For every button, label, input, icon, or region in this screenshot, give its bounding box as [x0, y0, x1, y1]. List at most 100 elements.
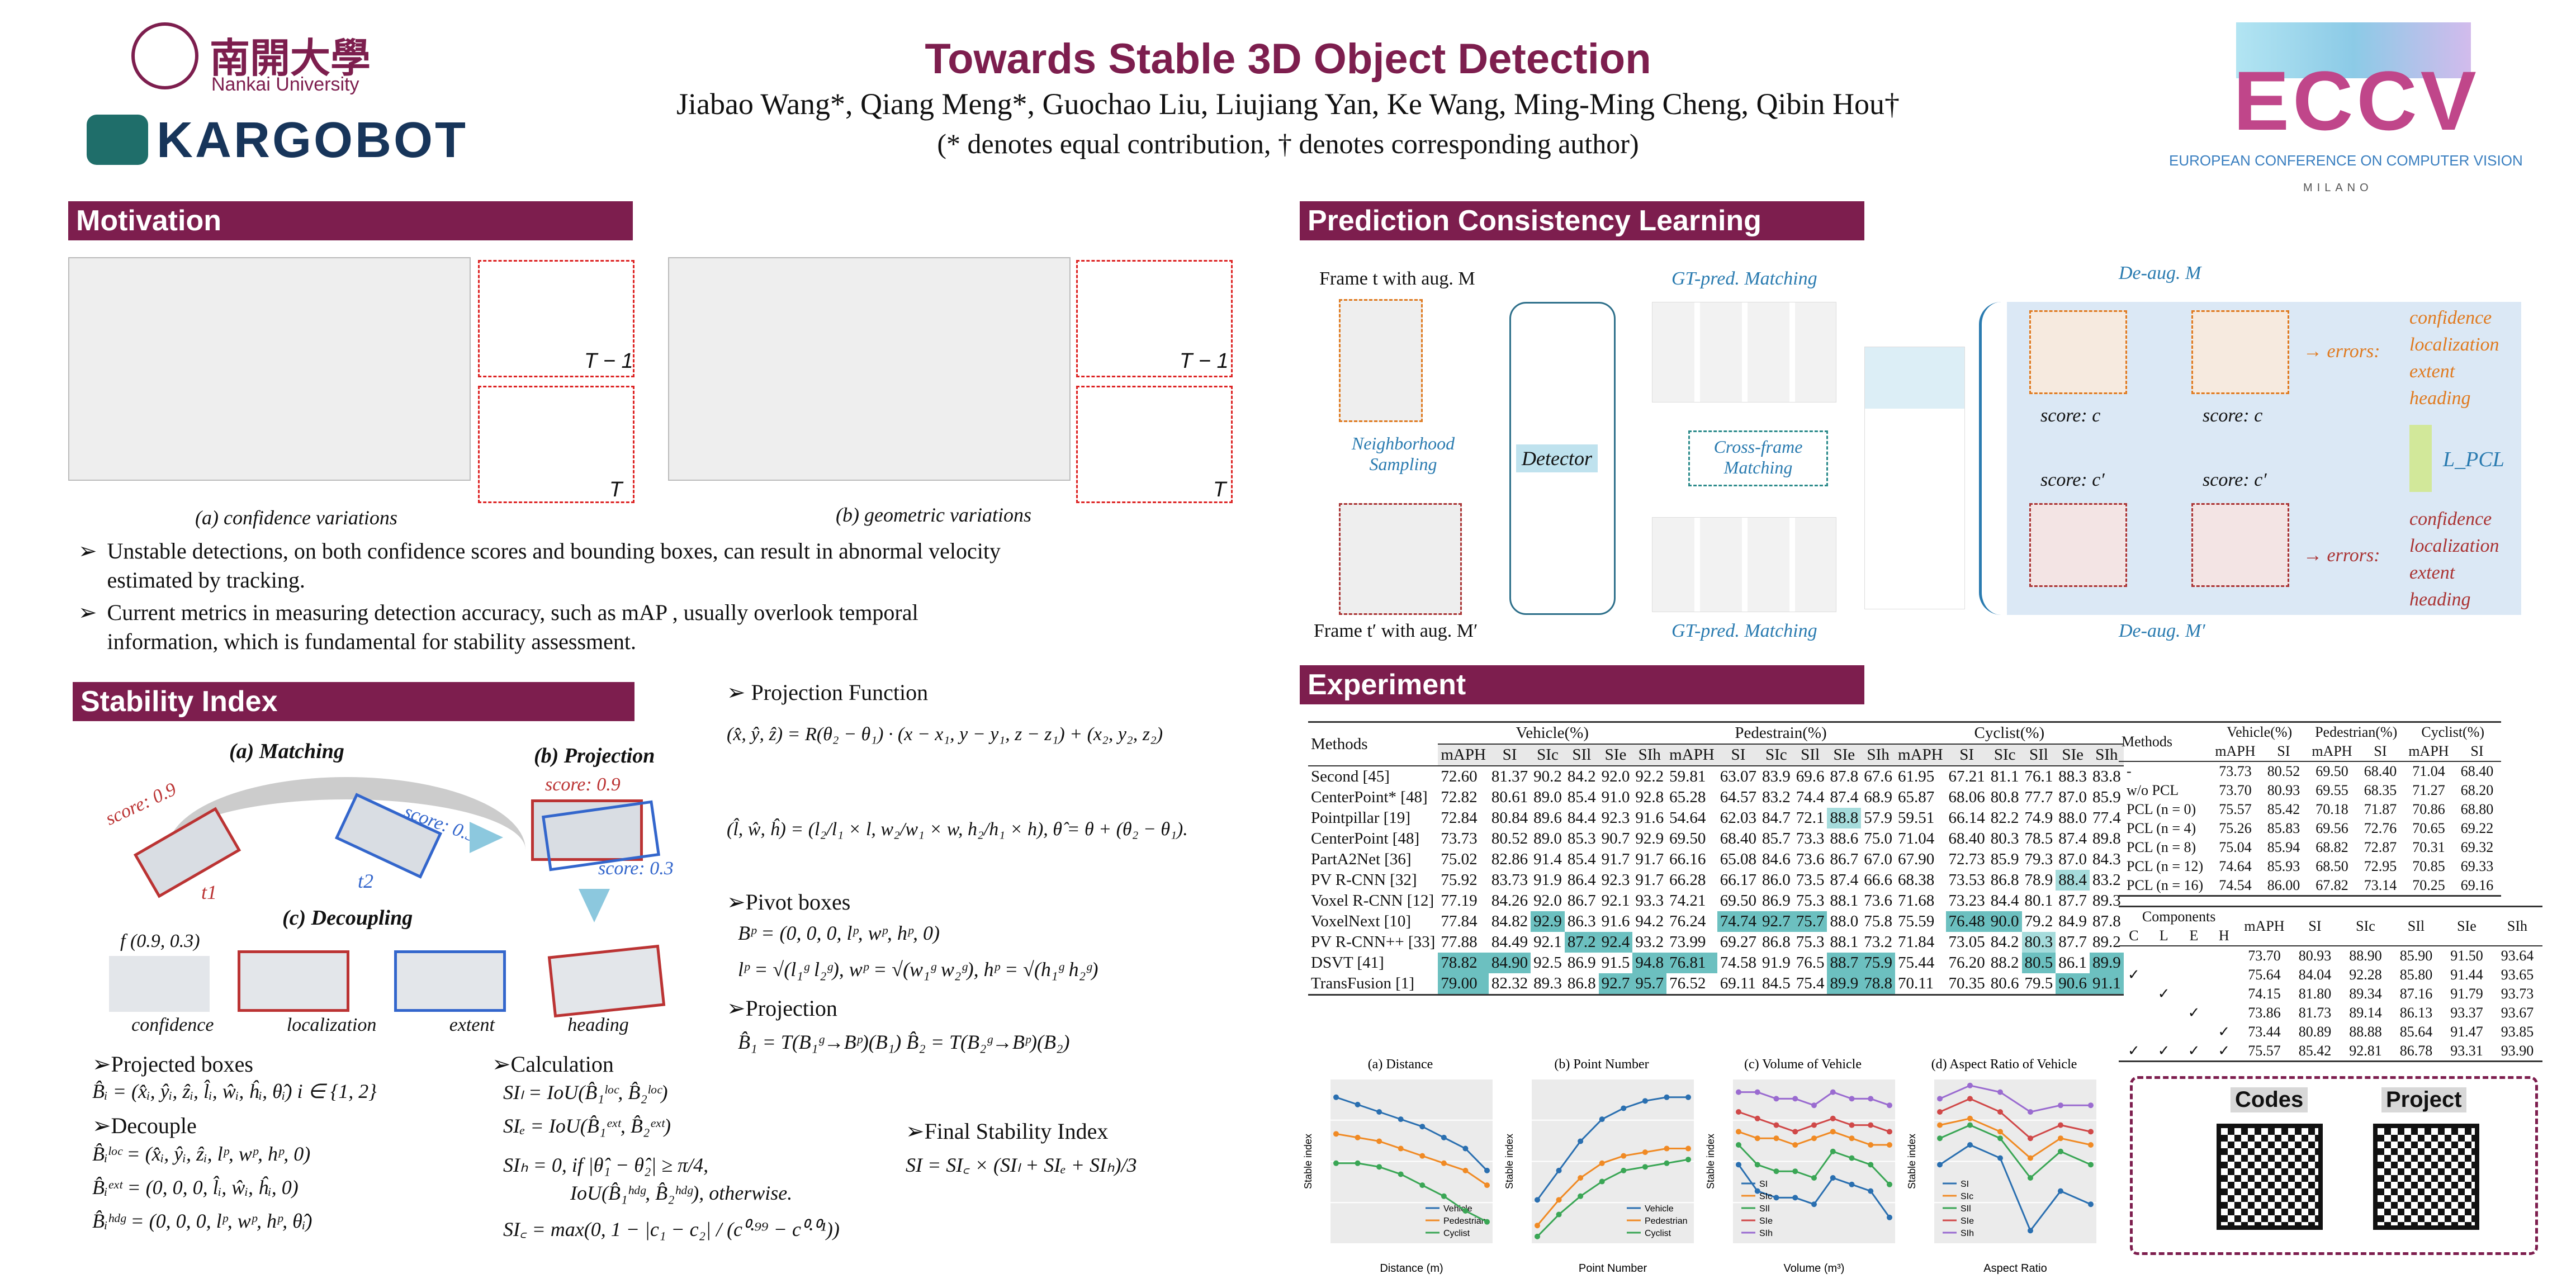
err-item: confidence: [2409, 307, 2492, 328]
col-comp: H: [2218, 927, 2229, 944]
table-cell: 84.7: [1761, 809, 1791, 827]
codes-label: Codes: [2231, 1087, 2308, 1112]
data-point: [1997, 1129, 2003, 1135]
table-cell: 83.73: [1491, 871, 1528, 889]
legend-label: Pedestrian: [1645, 1216, 1688, 1226]
table-cell: 89.0: [1533, 788, 1562, 806]
data-point: [2088, 1162, 2094, 1168]
series-line-SIl: [1939, 1124, 2091, 1180]
qr-code-codes[interactable]: [2217, 1124, 2323, 1230]
table-cell: 75.9: [1861, 953, 1895, 973]
table-cell: 77.88: [1441, 933, 1478, 951]
data-point: [1556, 1197, 1562, 1203]
kargobot-icon: [87, 115, 148, 165]
table-cell: 87.16: [2399, 986, 2433, 1002]
col-sub: mAPH: [2408, 743, 2449, 759]
qr-code-project[interactable]: [2373, 1124, 2479, 1230]
col-vehicle: Vehicle(%): [2227, 724, 2293, 740]
errors-bottom: → errors:: [2303, 545, 2380, 566]
data-point: [1887, 1142, 1892, 1148]
data-point: [1599, 1160, 1605, 1166]
data-point: [1868, 1188, 1874, 1194]
data-point: [1736, 1162, 1741, 1168]
table-cell: 91.5: [1601, 954, 1630, 972]
frame-label: T − 1: [584, 349, 633, 373]
table-cell: 75.59: [1897, 912, 1935, 930]
table-cell: 80.93: [2267, 782, 2300, 798]
table-cell: [2119, 984, 2149, 1003]
data-point: [1376, 1138, 1382, 1144]
data-point: [1599, 1116, 1605, 1123]
col-sub: SI: [1488, 744, 1531, 766]
table-cell: 76.24: [1669, 912, 1706, 930]
table-cell: 72.1: [1796, 809, 1825, 827]
pivot-title: ➢Pivot boxes: [727, 889, 851, 915]
data-point: [1887, 1129, 1892, 1135]
col-sub: SIc: [1759, 744, 1793, 766]
table-cell: 72.87: [2364, 839, 2397, 855]
table-cell: 93.85: [2501, 1024, 2534, 1040]
label-heading: heading: [567, 1015, 629, 1035]
table-cell: 73.2: [1864, 933, 1892, 951]
table-cell: 76.5: [1796, 954, 1825, 972]
motivation-bullets: ➢Unstable detections, on both confidence…: [78, 537, 1029, 656]
table-cell: [2119, 1022, 2149, 1041]
col-si: SI: [2308, 918, 2322, 934]
ablation-table-pcl: Methods Vehicle(%) Pedestrian(%) Cyclist…: [2119, 721, 2502, 897]
table-cell: 67.90: [1897, 850, 1935, 868]
data-point: [1419, 1153, 1426, 1159]
col-sub: mAPH: [2215, 743, 2256, 759]
data-point: [1441, 1193, 1447, 1199]
table-cell: 85.80: [2399, 967, 2433, 983]
table-cell: 85.7: [1761, 830, 1791, 847]
data-point: [1773, 1168, 1779, 1175]
data-point: [1773, 1096, 1779, 1102]
data-point: [1967, 1096, 1973, 1102]
table-cell: 91.9: [1761, 954, 1791, 972]
table-cell: 92.1: [1601, 892, 1630, 910]
table-cell: 85.42: [2298, 1043, 2332, 1059]
data-point: [1830, 1089, 1836, 1095]
matched-pairs: [1864, 347, 1965, 609]
table-cell: 80.93: [2298, 948, 2332, 964]
table-cell: 89.8: [2092, 830, 2121, 847]
data-point: [1578, 1175, 1584, 1181]
table-cell: [2179, 965, 2209, 984]
double-arrow-icon: [2409, 425, 2432, 492]
gt-match-bottom: GT-pred. Matching: [1671, 621, 1817, 641]
table-cell: 71.68: [1897, 892, 1935, 910]
series-line-Vehicle: [1536, 1096, 1688, 1201]
table-cell: 86.8: [1567, 974, 1596, 992]
table-cell: 92.1: [1533, 933, 1562, 951]
data-point: [1578, 1138, 1584, 1144]
bullet-item: ➢Current metrics in measuring detection …: [78, 600, 918, 654]
errors-top: → errors:: [2303, 341, 2380, 362]
col-sub: SI: [1717, 744, 1759, 766]
data-point: [2088, 1102, 2094, 1109]
data-point: [1967, 1082, 1973, 1088]
y-axis-label: Stable index: [1906, 1134, 1917, 1189]
data-point: [1967, 1142, 1973, 1148]
table-cell: 86.7: [1830, 850, 1859, 868]
table-cell: 74.74: [1717, 911, 1759, 932]
table-cell: 80.6: [1990, 974, 2019, 992]
data-point: [1937, 1162, 1943, 1168]
data-point: [1621, 1167, 1627, 1173]
table-cell: 70.65: [2412, 820, 2445, 836]
table-cell: 87.4: [1830, 788, 1859, 806]
eq-calc-c: SI꜀ = max(0, 1 − |c₁ − c₂| / (c⁰·⁹⁹ − c⁰…: [503, 1218, 840, 1240]
table-cell: 88.8: [1827, 808, 1862, 828]
series-line-SIh: [1939, 1085, 2091, 1113]
data-point: [1398, 1145, 1404, 1152]
table-cell: 66.17: [1720, 871, 1756, 889]
data-point: [1736, 1129, 1741, 1135]
data-point: [1868, 1096, 1874, 1102]
score-c-1: score: c: [2040, 405, 2101, 426]
series-line-Pedestrian: [1536, 1148, 1688, 1227]
table-cell: 75.57: [2248, 1043, 2281, 1059]
table-cell: [2209, 946, 2239, 965]
col-sub: SI: [1945, 744, 1988, 766]
